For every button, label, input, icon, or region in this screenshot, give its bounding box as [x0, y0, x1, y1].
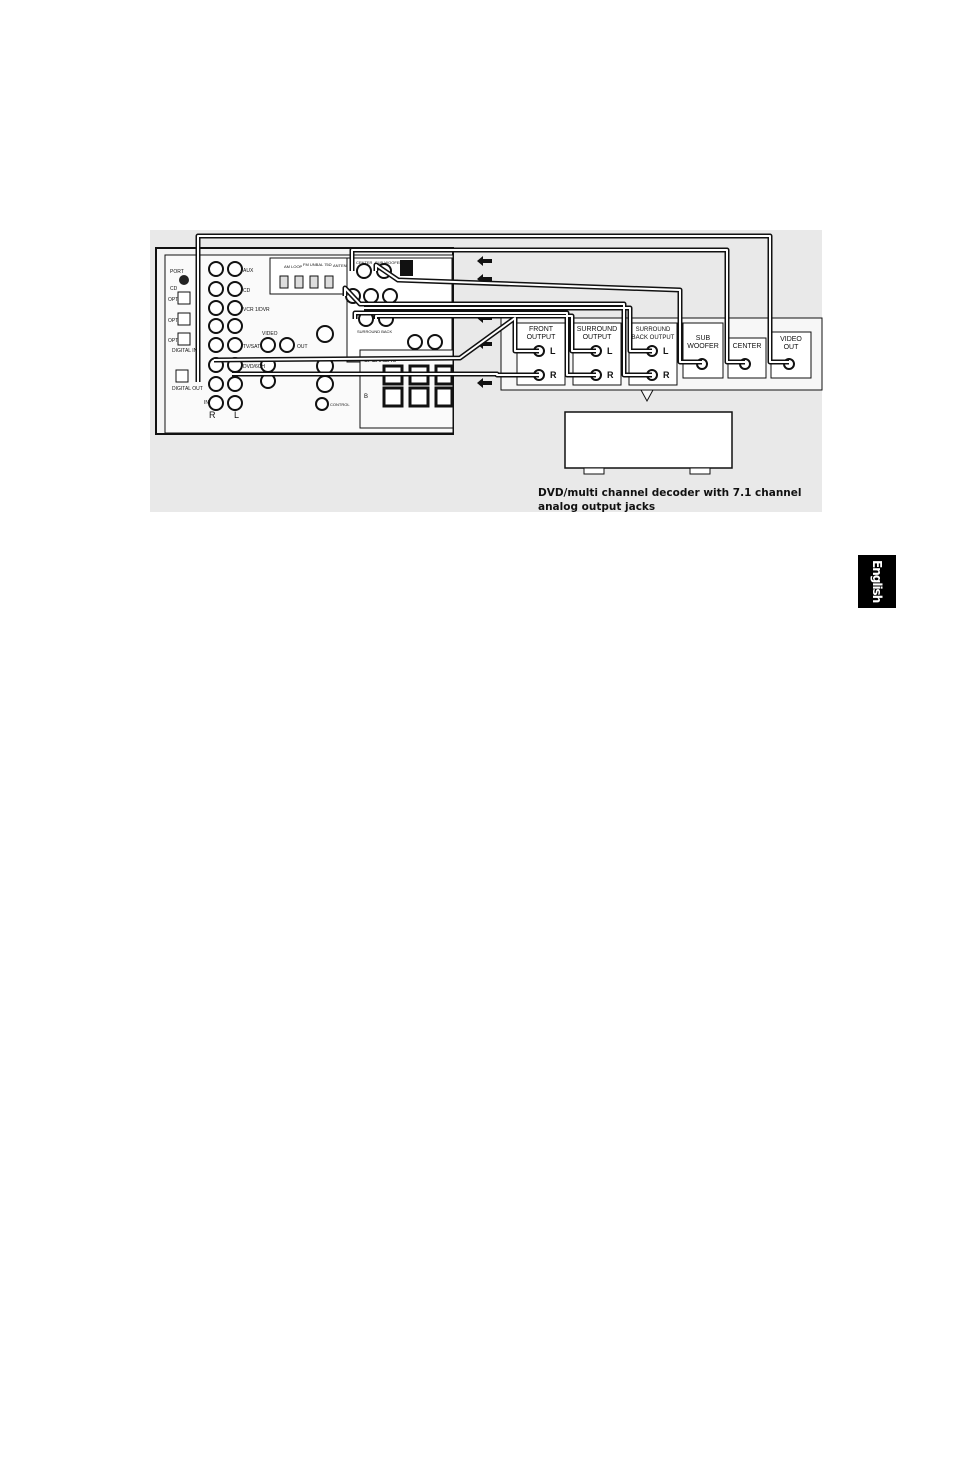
label-opt-2: OPT — [168, 318, 178, 324]
arrow-icon — [477, 378, 492, 388]
surround-output-jack-r: R — [607, 370, 614, 380]
label-bottom-r: R — [209, 410, 216, 420]
subwoofer-label-2: WOOFER — [687, 343, 719, 350]
label-opt-3: OPT — [168, 338, 178, 344]
front-output-label-2: OUTPUT — [527, 334, 557, 341]
label-video: VIDEO — [262, 331, 278, 337]
surround-output-jack-l: L — [607, 346, 613, 356]
digital-jacks: PORT CD OPT OPT OPT DIGITAL IN DIGITAL O… — [168, 269, 203, 392]
center-label: CENTER — [733, 343, 762, 350]
video-out-label-1: VIDEO — [780, 336, 802, 343]
label-out: OUT — [297, 344, 308, 350]
subwoofer-label-1: SUB — [696, 335, 711, 342]
speaker-terminals: SPEAKERS A B — [359, 349, 454, 429]
label-vcr: VCR 1/DVR — [243, 307, 270, 313]
label-antenna: ANTENNA — [333, 263, 352, 268]
label-port: PORT — [170, 269, 184, 275]
label-digital-in: DIGITAL IN — [172, 348, 198, 354]
surround-output-label-2: OUTPUT — [583, 334, 613, 341]
front-output-jack-r: R — [550, 370, 557, 380]
label-fm: FM UNBAL 75Ω — [303, 262, 332, 267]
surround-back-label-1: SURROUND — [636, 327, 671, 333]
label-center-in: CENTER — [356, 260, 373, 265]
arrow-icon — [477, 256, 492, 266]
receiver-rear-panel: PORT CD OPT OPT OPT DIGITAL IN DIGITAL O… — [155, 247, 459, 435]
label-surround-back: SURROUND BACK — [357, 329, 392, 334]
language-tab: English — [858, 555, 896, 608]
label-cd: CD — [243, 288, 251, 294]
decoder-unit — [564, 411, 733, 475]
language-tab-label: English — [870, 560, 884, 603]
label-aux: AUX — [243, 268, 254, 274]
front-output-jack-l: L — [550, 346, 556, 356]
surround-back-jack-l: L — [663, 346, 669, 356]
label-dvd-6ch: DVD/6CH — [243, 364, 265, 370]
front-output-label-1: FRONT — [529, 326, 554, 333]
label-subwoofer-in: SUB WOOFER — [375, 260, 402, 265]
antenna-block: AM LOOP FM UNBAL 75Ω ANTENNA — [269, 257, 354, 295]
surround-back-label-2: BACK OUTPUT — [632, 335, 675, 341]
label-digital-out: DIGITAL OUT — [172, 386, 203, 392]
surround-back-jack-r: R — [663, 370, 670, 380]
label-control: CONTROL — [330, 402, 350, 407]
decoder-caption: DVD/multi channel decoder with 7.1 chann… — [538, 487, 802, 513]
label-opt-1: OPT — [168, 297, 178, 303]
input-labels: AUX CD VCR 1/DVR TV/SAT DVD/6CH VIDEO OU… — [204, 268, 308, 406]
label-am-loop: AM LOOP — [284, 264, 303, 269]
label-tv-sat: TV/SAT — [243, 344, 260, 350]
video-out-label-2: OUT — [784, 344, 800, 351]
label-in: IN — [204, 400, 209, 406]
label-speaker-b: B — [364, 394, 368, 400]
connection-cables — [195, 233, 789, 382]
label-cd-digital: CD — [170, 286, 178, 292]
surround-output-label-1: SURROUND — [577, 326, 617, 333]
label-bottom-l: L — [234, 410, 239, 420]
